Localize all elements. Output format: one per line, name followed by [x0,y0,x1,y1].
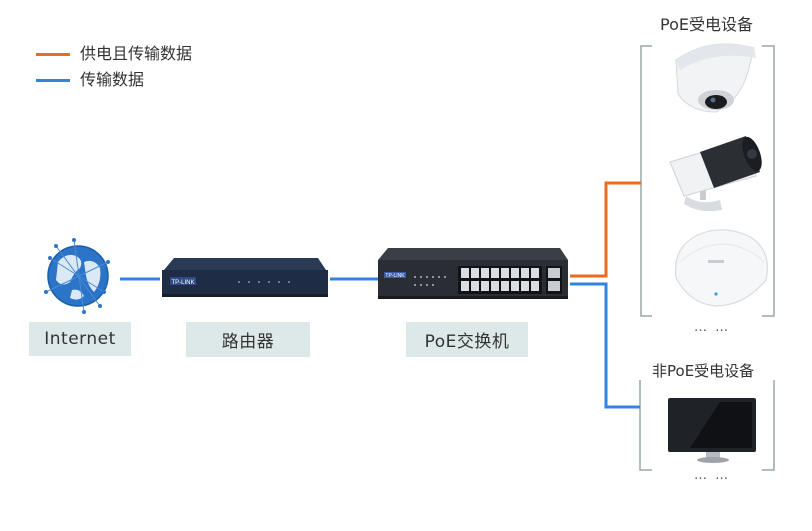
switch-port [531,268,539,278]
wireless-ap-icon [674,229,768,307]
legend-power-data-line [36,53,70,56]
legend-power-data-label: 供电且传输数据 [80,44,193,63]
legend-data-only-line [36,79,70,82]
dome-camera-icon [675,43,756,113]
switch-port [531,281,539,291]
monitor-icon [668,398,756,463]
switch-port [481,281,489,291]
router-brand-text: TP-LINK [171,280,194,286]
internet-label: Internet [29,322,131,356]
link-switch-poe-devices [570,181,641,278]
switch-port [521,268,529,278]
switch-port [461,281,469,291]
switch-port [501,281,509,291]
switch-brand-text: TP-LINK [385,273,405,279]
poe-switch-label: PoE交换机 [406,322,528,357]
non-poe-devices-title: 非PoE受电设备 [648,362,759,380]
poe-more-devices: … … [694,320,731,335]
legend-data-only-label: 传输数据 [80,70,145,89]
poe-switch-device: TP-LINK [378,248,568,299]
bullet-camera-icon [669,136,762,212]
switch-port [521,281,529,291]
switch-port [471,268,479,278]
non-poe-group-bracket [639,380,775,471]
switch-port [481,268,489,278]
poe-group-bracket [640,45,775,317]
switch-port [511,281,519,291]
globe-icon [44,238,110,314]
switch-port [511,268,519,278]
poe-devices-title: PoE受电设备 [656,16,757,34]
switch-port [491,281,499,291]
router-device: TP-LINK [162,258,328,297]
non-poe-more-devices: … … [694,468,731,483]
router-label: 路由器 [186,322,310,357]
switch-port [491,268,499,278]
switch-port [501,268,509,278]
switch-port [461,268,469,278]
link-switch-non-poe-devices [570,282,640,409]
switch-port [471,281,479,291]
